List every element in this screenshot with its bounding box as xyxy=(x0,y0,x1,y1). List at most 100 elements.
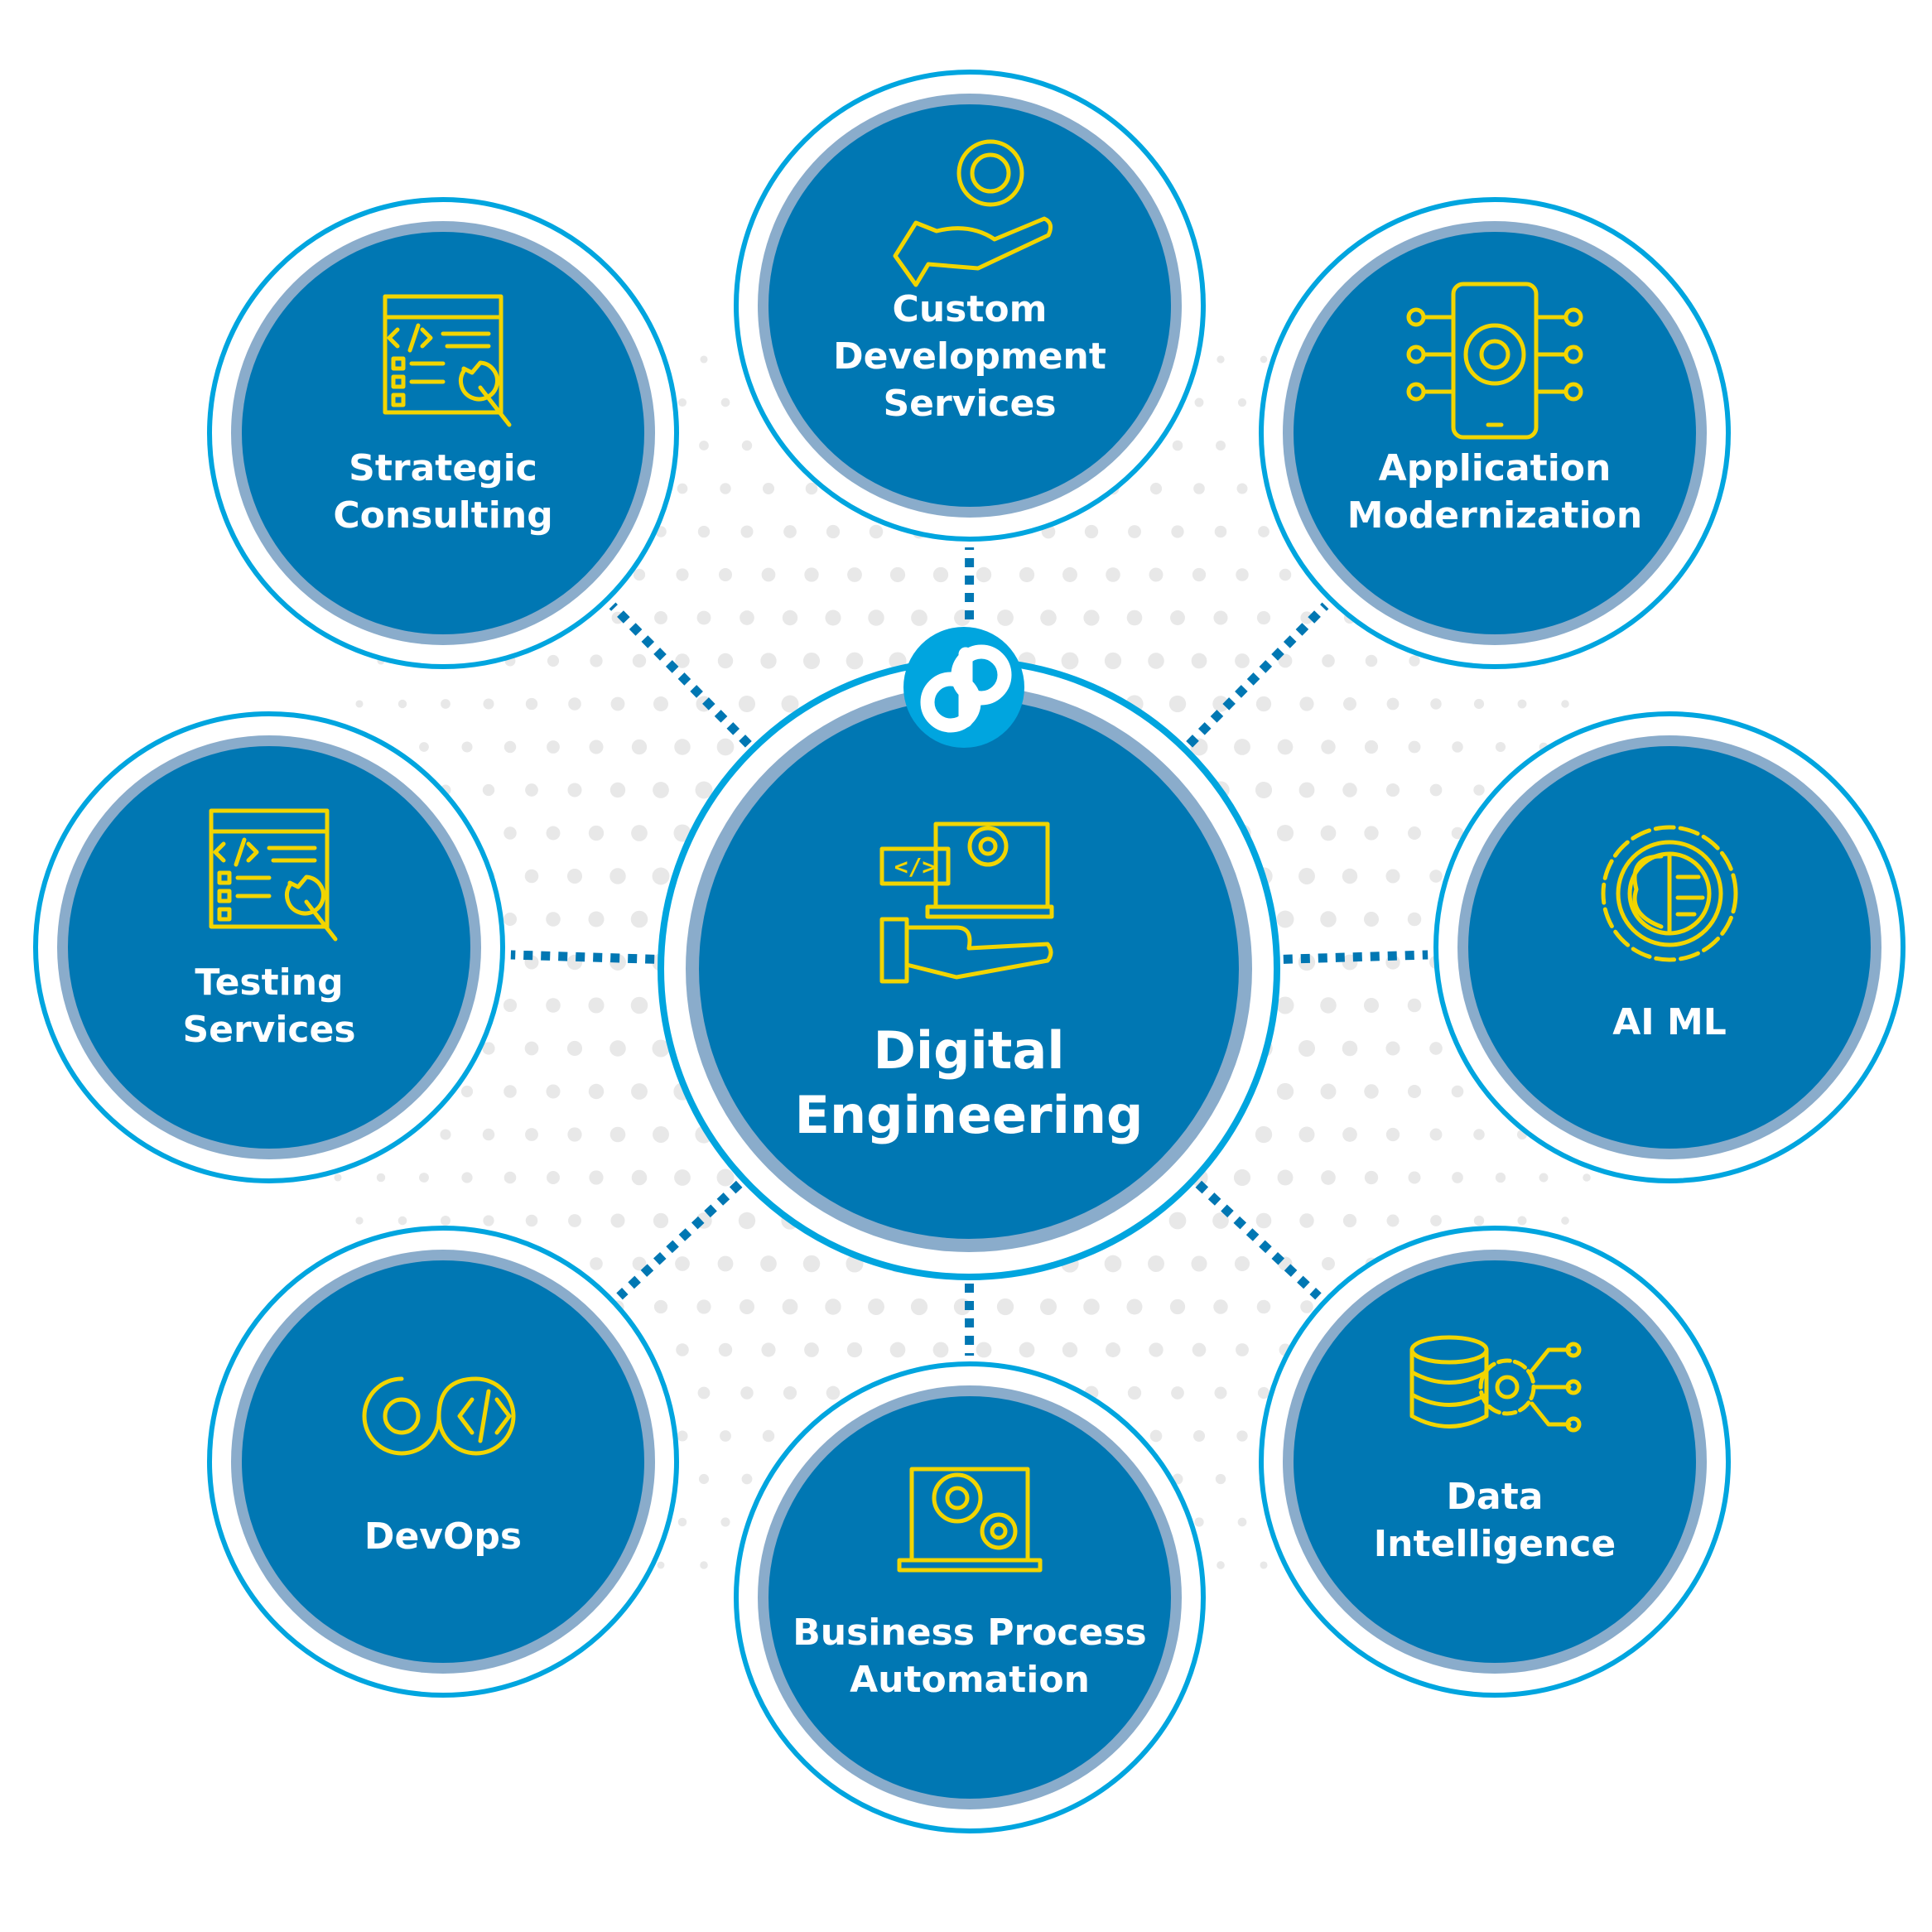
bg-dot xyxy=(1192,1342,1207,1357)
bg-dot xyxy=(675,653,690,668)
bg-dot xyxy=(1298,1039,1316,1058)
bg-dot xyxy=(1343,697,1356,711)
service-devops[interactable]: DevOps xyxy=(207,1226,679,1698)
bg-dot xyxy=(1473,784,1485,796)
laptop-gears-icon xyxy=(897,1467,1043,1573)
bg-dot xyxy=(1320,997,1337,1014)
bg-dot xyxy=(546,998,561,1013)
bg-dot xyxy=(976,566,992,583)
bg-dot xyxy=(674,739,691,755)
bg-dot xyxy=(1062,1342,1078,1358)
bg-dot xyxy=(783,1385,797,1400)
bg-dot xyxy=(782,1298,798,1315)
bg-dot xyxy=(1257,1386,1270,1400)
dotted-connector xyxy=(1195,1180,1322,1300)
bg-dot xyxy=(1300,611,1313,624)
bg-dot xyxy=(1299,696,1314,711)
bg-dot xyxy=(632,1256,647,1271)
code-wrench-icon xyxy=(383,294,512,427)
bg-dot xyxy=(441,1216,450,1226)
dotted-connector xyxy=(616,1180,743,1300)
bg-dot xyxy=(632,653,647,668)
bg-dot xyxy=(461,1172,473,1183)
bg-dot xyxy=(588,997,605,1014)
bg-dot xyxy=(376,1173,386,1183)
bg-dot xyxy=(1408,826,1421,840)
bg-dot xyxy=(483,698,494,710)
bg-dot xyxy=(1213,610,1228,625)
bg-dot xyxy=(1495,741,1506,753)
bg-dot xyxy=(609,1040,626,1057)
bg-dot xyxy=(1040,609,1057,626)
bg-dot xyxy=(419,1173,429,1183)
bg-dot xyxy=(568,1214,581,1227)
bg-dot xyxy=(1320,1083,1337,1100)
bg-dot xyxy=(355,1217,364,1225)
bg-dot xyxy=(566,868,583,884)
service-label-line: Data xyxy=(1447,1476,1544,1518)
bg-dot xyxy=(1278,653,1293,668)
bg-dot xyxy=(631,1083,648,1100)
bg-dot xyxy=(739,1298,755,1315)
bg-dot xyxy=(1233,1168,1251,1187)
bg-dot xyxy=(1255,696,1272,712)
service-label-line: Modernization xyxy=(1347,494,1642,537)
bg-dot xyxy=(1342,1127,1357,1142)
bg-dot xyxy=(460,1085,474,1098)
svg-text:</>: </> xyxy=(894,853,937,880)
bg-dot xyxy=(696,1299,711,1314)
bg-dot xyxy=(782,609,798,626)
devops-loop-icon xyxy=(362,1376,516,1456)
bg-dot xyxy=(1258,526,1270,537)
bg-dot xyxy=(1386,1214,1400,1227)
bg-dot xyxy=(1452,1172,1463,1183)
service-ai-ml[interactable]: AI ML xyxy=(1433,711,1906,1183)
bg-dot xyxy=(1172,440,1183,451)
bg-dot xyxy=(630,910,648,928)
bg-dot xyxy=(1128,525,1141,538)
bg-dot xyxy=(1083,1298,1100,1315)
bg-dot xyxy=(740,525,754,538)
bg-dot xyxy=(1217,1561,1225,1569)
bg-dot xyxy=(1126,1298,1143,1315)
bg-dot xyxy=(802,1255,821,1273)
bg-dot xyxy=(677,397,687,407)
bg-dot xyxy=(1363,997,1380,1014)
bg-dot xyxy=(524,869,539,884)
bg-dot xyxy=(932,566,949,583)
bg-dot xyxy=(847,567,862,582)
dotted-connector xyxy=(609,602,752,748)
bg-dot xyxy=(1149,1429,1163,1443)
bg-dot xyxy=(1191,1255,1207,1272)
bg-dot xyxy=(720,1517,730,1527)
bg-dot xyxy=(1236,483,1248,494)
bg-dot xyxy=(1429,870,1443,883)
service-label-line: Development xyxy=(833,335,1106,378)
bg-dot xyxy=(1276,824,1294,842)
bg-dot xyxy=(1148,653,1164,669)
bg-dot xyxy=(1214,1386,1227,1400)
dotted-connector xyxy=(1186,602,1329,748)
center-hub[interactable]: </> Digital Engineering xyxy=(658,627,1280,1280)
bg-dot xyxy=(1126,609,1143,626)
bg-dot xyxy=(546,912,561,927)
bg-dot xyxy=(1276,1082,1294,1101)
bg-dot xyxy=(1234,739,1250,755)
bg-dot xyxy=(482,1042,495,1055)
bg-dot xyxy=(1452,741,1463,753)
bg-dot xyxy=(889,1342,906,1358)
bg-dot xyxy=(590,654,603,667)
bg-dot xyxy=(1298,1126,1315,1143)
bg-dot xyxy=(652,867,670,885)
bg-dot xyxy=(1300,1300,1313,1313)
bg-dot xyxy=(525,783,538,797)
bg-dot xyxy=(1363,911,1380,927)
bg-dot xyxy=(868,1298,884,1315)
brain-gear-icon xyxy=(1601,825,1738,962)
